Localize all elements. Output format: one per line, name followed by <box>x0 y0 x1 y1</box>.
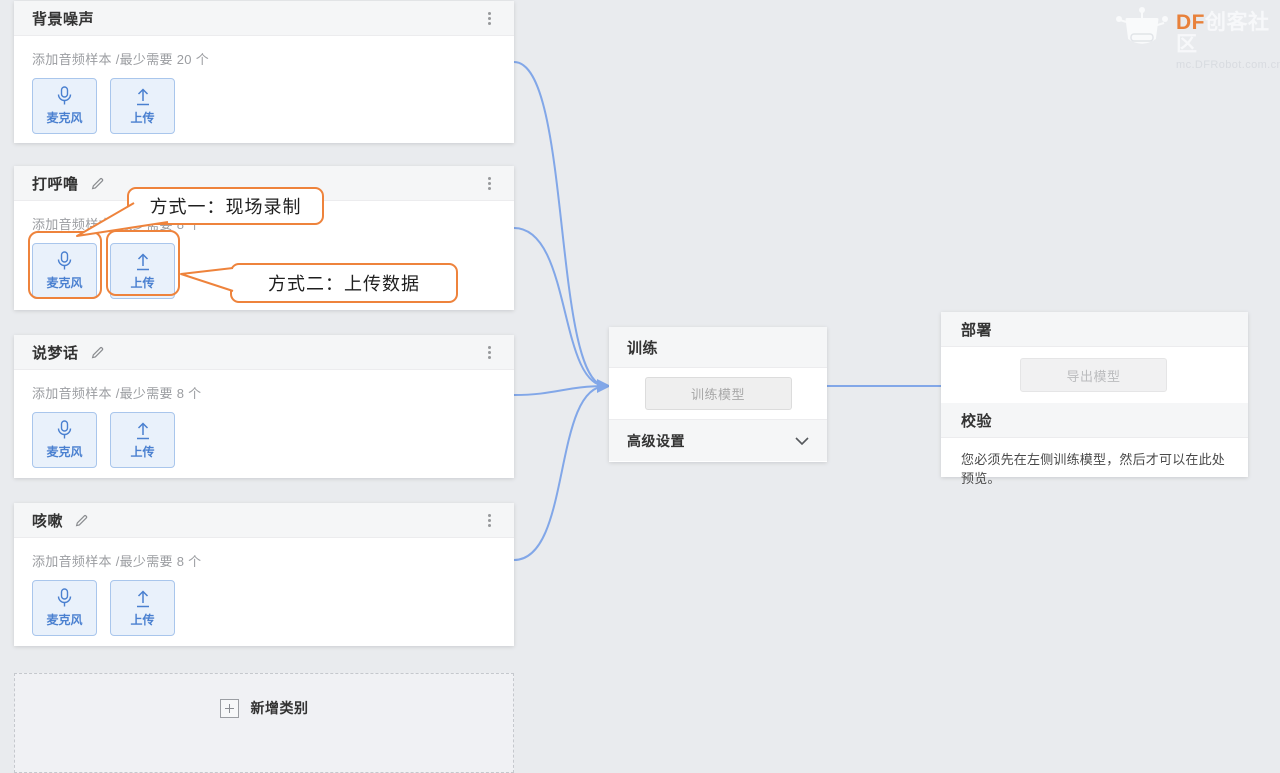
training-header: 训练 <box>609 327 827 368</box>
class-card-cough: 咳嗽 添加音频样本 /最少需要 8 个 麦克风 <box>14 503 514 646</box>
upload-button-label: 上传 <box>130 110 155 125</box>
mic-button[interactable]: 麦克风 <box>32 78 97 134</box>
kebab-menu-icon[interactable] <box>485 8 494 29</box>
kebab-menu-icon[interactable] <box>485 173 494 194</box>
sample-hint: 添加音频样本 /最少需要 8 个 <box>32 386 202 401</box>
deploy-title: 部署 <box>961 321 993 339</box>
mic-button-label: 麦克风 <box>46 613 83 627</box>
connector-class4-to-training <box>513 385 607 561</box>
upload-button-label: 上传 <box>130 612 155 627</box>
training-title: 训练 <box>627 339 659 357</box>
class-card-header: 说梦话 <box>14 335 514 370</box>
advanced-settings-row[interactable]: 高级设置 <box>609 419 827 461</box>
add-category-inner: 新增类别 <box>219 698 309 718</box>
dfrobot-watermark-text: DF创客社区 mc.DFRobot.com.cn <box>1176 12 1280 72</box>
upload-button[interactable]: 上传 <box>110 580 175 636</box>
deploy-header: 部署 <box>941 312 1248 347</box>
verify-hint: 您必须先在左侧训练模型，然后才可以在此处预览。 <box>961 452 1226 486</box>
upload-button[interactable]: 上传 <box>110 243 175 299</box>
training-card: 训练 训练模型 高级设置 <box>609 327 827 462</box>
brand-df: DF <box>1176 11 1205 34</box>
upload-icon <box>134 421 152 440</box>
connector-class1-to-training <box>513 61 607 387</box>
mic-icon <box>56 86 73 106</box>
connector-class2-to-training <box>513 227 607 387</box>
callout-method1: 方式一：现场录制 <box>127 187 324 225</box>
add-category-label: 新增类别 <box>250 700 309 716</box>
deploy-card: 部署 导出模型 校验 您必须先在左侧训练模型，然后才可以在此处预览。 <box>941 312 1248 486</box>
class-card-header: 背景噪声 <box>14 1 514 36</box>
sample-button-row: 麦克风 上传 <box>32 412 496 468</box>
chevron-down-icon <box>795 436 809 445</box>
class-card-background-noise: 背景噪声 添加音频样本 /最少需要 20 个 麦克风 <box>14 1 514 143</box>
upload-icon <box>134 87 152 106</box>
sample-hint: 添加音频样本 /最少需要 20 个 <box>32 52 210 67</box>
upload-button-label: 上传 <box>130 275 155 290</box>
upload-icon <box>134 589 152 608</box>
sample-button-row: 麦克风 上传 <box>32 243 496 299</box>
mic-icon <box>56 420 73 440</box>
sample-hint: 添加音频样本 /最少需要 8 个 <box>32 554 202 569</box>
upload-icon <box>134 252 152 271</box>
class-title: 说梦话 <box>32 344 79 362</box>
export-model-button[interactable]: 导出模型 <box>1020 358 1167 392</box>
sample-button-row: 麦克风 上传 <box>32 78 496 134</box>
dfrobot-watermark: DF创客社区 mc.DFRobot.com.cn <box>1114 6 1280 71</box>
dfrobot-brand: DF创客社区 <box>1176 12 1280 56</box>
class-title: 咳嗽 <box>32 512 64 530</box>
kebab-menu-icon[interactable] <box>485 342 494 363</box>
mic-icon <box>56 251 73 271</box>
mic-icon <box>56 588 73 608</box>
mic-button[interactable]: 麦克风 <box>32 412 97 468</box>
verify-title: 校验 <box>961 412 993 430</box>
callout-method2: 方式二：上传数据 <box>230 263 458 303</box>
deploy-body: 导出模型 <box>941 347 1248 403</box>
add-category-button[interactable]: 新增类别 <box>14 673 514 773</box>
edit-pencil-icon[interactable] <box>90 345 105 360</box>
class-card-header: 咳嗽 <box>14 503 514 538</box>
mic-button[interactable]: 麦克风 <box>32 580 97 636</box>
brand-community: 创客社区 <box>1176 11 1270 56</box>
upload-button[interactable]: 上传 <box>110 412 175 468</box>
upload-button[interactable]: 上传 <box>110 78 175 134</box>
dfrobot-robot-icon <box>1114 6 1170 52</box>
upload-button-label: 上传 <box>130 444 155 459</box>
train-model-button[interactable]: 训练模型 <box>644 377 792 410</box>
class-card-body: 添加音频样本 /最少需要 8 个 麦克风 <box>14 538 514 636</box>
edit-pencil-icon[interactable] <box>74 513 89 528</box>
advanced-settings-label: 高级设置 <box>627 432 685 449</box>
class-card-sleep-talk: 说梦话 添加音频样本 /最少需要 8 个 麦克风 <box>14 335 514 478</box>
mic-button[interactable]: 麦克风 <box>32 243 97 299</box>
training-body: 训练模型 <box>609 368 827 419</box>
edit-pencil-icon[interactable] <box>90 176 105 191</box>
mic-button-label: 麦克风 <box>46 111 83 125</box>
class-title: 背景噪声 <box>32 10 95 28</box>
class-card-body: 添加音频样本 /最少需要 8 个 麦克风 <box>14 370 514 468</box>
mic-button-label: 麦克风 <box>46 276 83 290</box>
dfrobot-url: mc.DFRobot.com.cn <box>1176 59 1280 71</box>
class-card-body: 添加音频样本 /最少需要 20 个 麦克风 <box>14 36 514 134</box>
plus-icon <box>219 698 239 718</box>
verify-header: 校验 <box>941 403 1248 438</box>
mic-button-label: 麦克风 <box>46 445 83 459</box>
connector-class3-to-training <box>513 385 607 396</box>
kebab-menu-icon[interactable] <box>485 510 494 531</box>
sample-button-row: 麦克风 上传 <box>32 580 496 636</box>
class-title: 打呼噜 <box>32 175 79 193</box>
